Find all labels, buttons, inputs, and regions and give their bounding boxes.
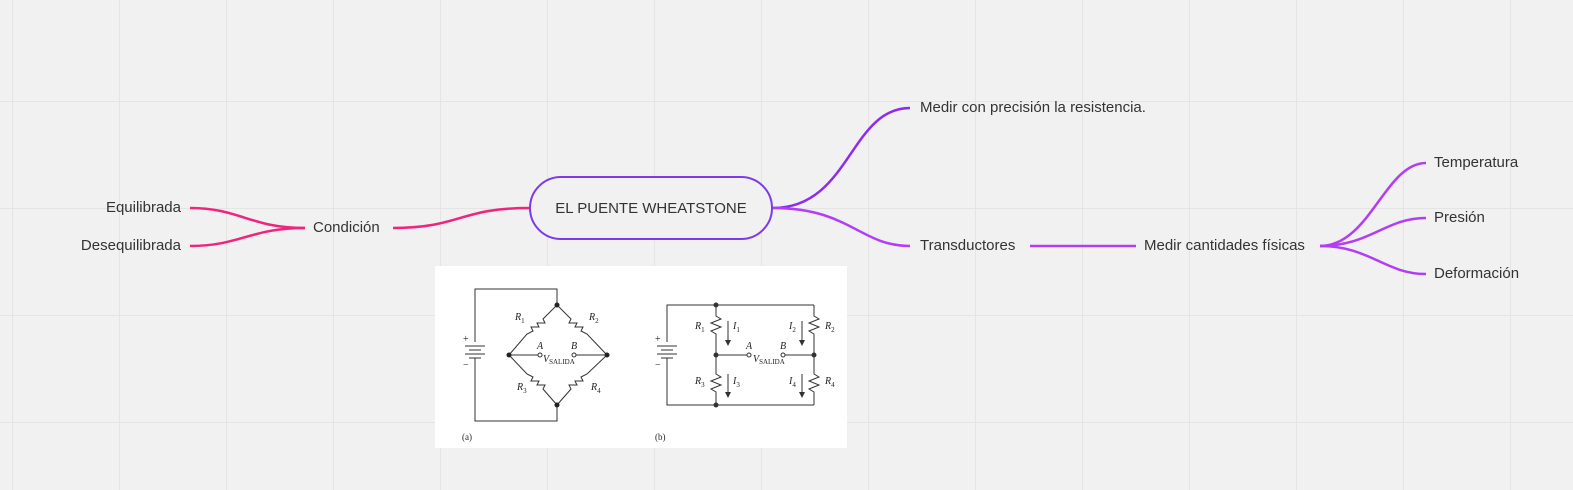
wire-b-outer-top — [666, 304, 814, 342]
node-condicion[interactable]: Condición — [313, 219, 380, 236]
central-topic-label: EL PUENTE WHEATSTONE — [555, 199, 747, 217]
node-medir-precision[interactable]: Medir con precisión la resistencia. — [920, 99, 1146, 116]
junction-a-left — [506, 352, 512, 358]
central-topic-node[interactable]: EL PUENTE WHEATSTONE — [529, 176, 773, 240]
connector-center-transductores — [772, 206, 911, 248]
connector-medir-deformacion — [1319, 244, 1427, 276]
wire-a-outer-bottom — [474, 358, 558, 422]
label-a-r3: R3 — [516, 382, 527, 395]
label-b-node-a: A — [745, 341, 753, 352]
label-a-vout: VSALIDA — [543, 354, 575, 366]
resistor-b-r4 — [807, 355, 821, 405]
connector-medir-presion — [1319, 216, 1427, 248]
resistor-b-r1 — [709, 305, 723, 355]
label-b-i2: I2 — [788, 321, 796, 334]
arrowhead-i4 — [799, 392, 805, 398]
connector-center-condicion — [392, 206, 530, 230]
node-deformacion[interactable]: Deformación — [1434, 265, 1520, 282]
wheatstone-circuit-image[interactable]: + − R1 R2 R3 R4 A B VSALIDA (a) + − R1 I… — [435, 266, 847, 448]
label-a-r4: R4 — [590, 382, 601, 395]
label-b-node-b: B — [780, 341, 786, 352]
label-a-r1: R1 — [514, 312, 525, 325]
caption-b: (b) — [655, 432, 666, 442]
node-medir-cantidades[interactable]: Medir cantidades físicas — [1144, 237, 1305, 254]
label-b-i4: I4 — [788, 376, 796, 389]
label-b-r4: R4 — [824, 376, 835, 389]
terminal-a-node-b — [571, 352, 577, 358]
connector-center-medir-precision — [772, 106, 911, 210]
label-b-i1: I1 — [732, 321, 740, 334]
label-a-node-a: A — [536, 341, 544, 352]
node-equilibrada[interactable]: Equilibrada — [105, 199, 181, 216]
resistor-b-r3 — [709, 355, 723, 405]
resistor-b-r2 — [807, 305, 821, 355]
wire-a-outer — [474, 288, 558, 342]
resistor-a-r3 — [508, 354, 558, 406]
label-b-i3: I3 — [732, 376, 740, 389]
label-b-vout: VSALIDA — [753, 354, 785, 366]
terminal-b-node-a — [746, 352, 752, 358]
junction-a-bottom — [554, 402, 560, 408]
arrowhead-i2 — [799, 340, 805, 346]
connector-medir-temperatura — [1319, 161, 1427, 248]
battery-a-plus: + — [463, 334, 469, 345]
arrowhead-i1 — [725, 340, 731, 346]
junction-b-bottom-left — [713, 402, 719, 408]
connector-condicion-desequilibrada — [189, 226, 306, 248]
label-b-r3: R3 — [694, 376, 705, 389]
terminal-b-node-b — [780, 352, 786, 358]
label-b-r2: R2 — [824, 321, 835, 334]
junction-a-right — [604, 352, 610, 358]
junction-b-top-left — [713, 302, 719, 308]
wire-b-outer-bottom — [666, 358, 814, 406]
battery-b-plus: + — [655, 334, 661, 345]
label-b-r1: R1 — [694, 321, 705, 334]
terminal-a-node-a — [537, 352, 543, 358]
label-a-r2: R2 — [588, 312, 599, 325]
resistor-a-r4 — [556, 354, 608, 406]
node-transductores[interactable]: Transductores — [920, 237, 1016, 254]
battery-a-minus: − — [463, 360, 469, 371]
arrowhead-i3 — [725, 392, 731, 398]
caption-a: (a) — [462, 432, 472, 442]
junction-a-top — [554, 302, 560, 308]
junction-b-mid-left — [713, 352, 719, 358]
connector-condicion-equilibrada — [189, 206, 306, 230]
battery-b-minus: − — [655, 360, 661, 371]
node-temperatura[interactable]: Temperatura — [1434, 154, 1519, 171]
node-desequilibrada[interactable]: Desequilibrada — [80, 237, 181, 254]
resistor-a-r1 — [508, 304, 558, 356]
node-presion[interactable]: Presión — [1434, 209, 1485, 226]
label-a-node-b: B — [571, 341, 577, 352]
resistor-a-r2 — [556, 304, 608, 356]
junction-b-mid-right — [811, 352, 817, 358]
